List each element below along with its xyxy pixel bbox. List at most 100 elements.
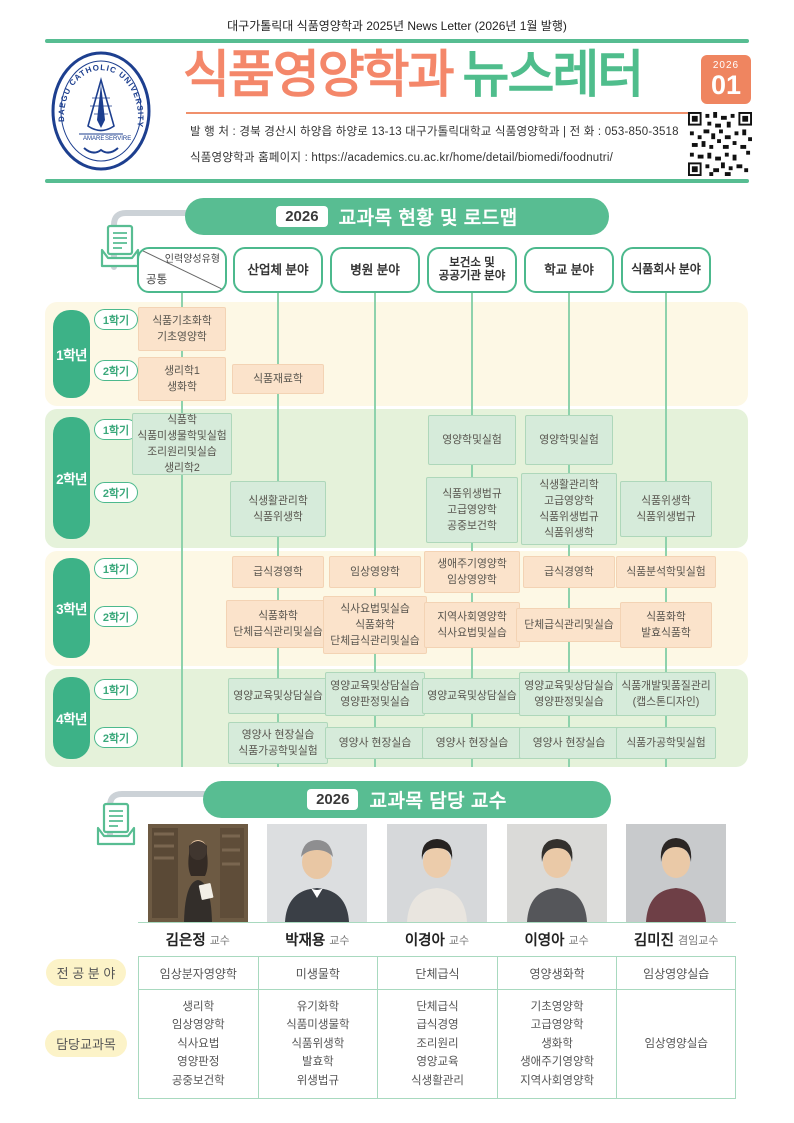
course-box: 식사요법및실습 식품화학 단체급식관리및실습 bbox=[323, 596, 427, 654]
roadmap-section-header: 2026 교과목 현황 및 로드맵 bbox=[185, 198, 609, 235]
course-box: 임상영양학 bbox=[329, 556, 421, 588]
column-header-publichealth: 보건소 및 공공기관 분야 bbox=[427, 247, 517, 293]
professor-photo bbox=[258, 822, 378, 922]
course-box: 식생활관리학 식품위생학 bbox=[230, 481, 326, 537]
semester-pill: 2학기 bbox=[94, 727, 138, 748]
issue-badge-year: 2026 bbox=[712, 59, 740, 71]
semester-pill: 1학기 bbox=[94, 419, 138, 440]
semester-pill: 1학기 bbox=[94, 558, 138, 579]
semester-pill: 1학기 bbox=[94, 679, 138, 700]
semester-pill: 2학기 bbox=[94, 482, 138, 503]
professor-photo bbox=[497, 822, 617, 922]
course-box: 영양학및실험 bbox=[525, 415, 613, 465]
professor-courses: 임상영양실습 bbox=[616, 989, 736, 1099]
professor-major: 미생물학 bbox=[257, 956, 378, 989]
year4-pill: 4학년 bbox=[53, 677, 90, 759]
professor-major: 임상분자영양학 bbox=[138, 956, 258, 989]
professor-photo bbox=[616, 822, 736, 922]
top-caption: 대구가톨릭대 식품영양학과 2025년 News Letter (2026년 1… bbox=[227, 19, 567, 33]
course-box: 생애주기영양학 임상영양학 bbox=[424, 551, 520, 593]
course-box: 지역사회영양학 식사요법및실습 bbox=[424, 602, 520, 648]
university-seal: DAEGU CATHOLIC UNIVERSITY AMARE SERVIRE bbox=[51, 51, 151, 171]
professor-major: 영양생화학 bbox=[496, 956, 617, 989]
course-box: 식생활관리학 고급영양학 식품위생법규 식품위생학 bbox=[521, 473, 617, 545]
homepage-line: 식품영양학과 홈페이지 : https://academics.cu.ac.kr… bbox=[190, 152, 613, 164]
major-row-label-cell: 전 공 분 야 bbox=[34, 956, 138, 989]
course-box: 식품개발및품질관리 (캡스톤디자인) bbox=[616, 672, 716, 716]
roadmap-section-title: 교과목 현황 및 로드맵 bbox=[338, 208, 518, 229]
course-box: 식품재료학 bbox=[232, 364, 324, 394]
year1-pill: 1학년 bbox=[53, 310, 90, 398]
issue-badge: 2026 01 bbox=[701, 55, 751, 104]
professor-courses: 생리학 임상영양학 식사요법 영양판정 공중보건학 bbox=[138, 989, 258, 1099]
course-box: 영양사 현장실습 bbox=[325, 727, 425, 759]
column-line bbox=[181, 293, 183, 767]
semester-pill: 1학기 bbox=[94, 309, 138, 330]
course-box: 생리학1 생화학 bbox=[138, 357, 226, 401]
courses-row-label-cell: 담당교과목 bbox=[34, 989, 138, 1099]
seal-motto-left: AMARE bbox=[83, 136, 104, 142]
title-underline bbox=[186, 112, 748, 114]
column-header-industry: 산업체 분야 bbox=[233, 247, 323, 293]
corner-label-bottom: 공통 bbox=[146, 273, 168, 286]
course-box: 영양교육및상담실습 영양판정및실습 bbox=[325, 672, 425, 716]
professor-photo bbox=[377, 822, 497, 922]
course-box: 영양교육및상담실습 영양판정및실습 bbox=[519, 672, 619, 716]
course-box: 영양교육및상담실습 bbox=[422, 678, 522, 714]
column-header-hospital: 병원 분야 bbox=[330, 247, 420, 293]
divider-top bbox=[45, 39, 749, 43]
course-box: 영양교육및상담실습 bbox=[228, 678, 328, 714]
professor-courses: 단체급식 급식경영 조리원리 영양교육 식생활관리 bbox=[377, 989, 497, 1099]
course-box: 급식경영학 bbox=[523, 556, 615, 588]
divider-header-bottom bbox=[45, 179, 749, 183]
professor-photo bbox=[138, 822, 258, 922]
course-box: 영양사 현장실습 bbox=[422, 727, 522, 759]
course-box: 영양사 현장실습 식품가공학및실험 bbox=[228, 722, 328, 764]
course-box: 식품위생법규 고급영양학 공중보건학 bbox=[426, 477, 518, 543]
masthead-title: 식품영양학과 뉴스레터 bbox=[183, 46, 645, 103]
professors-year-chip: 2026 bbox=[307, 789, 359, 810]
year3-pill: 3학년 bbox=[53, 558, 90, 658]
course-box: 식품화학 발효식품학 bbox=[620, 602, 712, 648]
semester-pill: 2학기 bbox=[94, 606, 138, 627]
table-spacer bbox=[34, 922, 138, 956]
issue-badge-number: 01 bbox=[710, 69, 742, 100]
seal-motto-right: SERVIRE bbox=[105, 136, 131, 142]
professor-major: 임상영양실습 bbox=[616, 956, 736, 989]
column-header-common: 인력양성유형 공통 bbox=[137, 247, 227, 293]
column-header-foodcompany: 식품회사 분야 bbox=[621, 247, 711, 293]
course-box: 급식경영학 bbox=[232, 556, 324, 588]
newsletter-icon bbox=[96, 802, 136, 846]
professor-courses: 유기화학 식품미생물학 식품위생학 발효학 위생법규 bbox=[257, 989, 378, 1099]
professors-section-header: 2026 교과목 담당 교수 bbox=[203, 781, 611, 818]
course-box: 식품위생학 식품위생법규 bbox=[620, 481, 712, 537]
professor-major: 단체급식 bbox=[377, 956, 497, 989]
course-box: 식품분석학및실험 bbox=[616, 556, 716, 588]
course-box: 영양학및실험 bbox=[428, 415, 516, 465]
publisher-line: 발 행 처 : 경북 경산시 하양읍 하양로 13-13 대구가톨릭대학교 식품… bbox=[190, 126, 679, 138]
corner-label-top: 인력양성유형 bbox=[164, 254, 220, 265]
major-row-label: 전 공 분 야 bbox=[45, 959, 127, 986]
professors-section-title: 교과목 담당 교수 bbox=[369, 791, 507, 812]
column-line bbox=[374, 293, 376, 767]
qr-code bbox=[688, 112, 752, 176]
table-corner-spacer bbox=[34, 822, 138, 922]
course-box: 식품기초화학 기초영양학 bbox=[138, 307, 226, 351]
course-box: 식품학 식품미생물학및실험 조리원리및실습 생리학2 bbox=[132, 413, 232, 475]
professor-courses: 기초영양학 고급영양학 생화학 생애주기영양학 지역사회영양학 bbox=[496, 989, 617, 1099]
course-box: 영양사 현장실습 bbox=[519, 727, 619, 759]
masthead-title-sub: 뉴스레터 bbox=[462, 46, 645, 103]
courses-row-label: 담당교과목 bbox=[45, 1030, 127, 1058]
year2-pill: 2학년 bbox=[53, 417, 90, 539]
course-box: 단체급식관리및실습 bbox=[516, 608, 622, 642]
masthead-title-main: 식품영양학과 bbox=[183, 46, 455, 103]
course-box: 식품가공학및실험 bbox=[616, 727, 716, 759]
roadmap-year-chip: 2026 bbox=[276, 206, 328, 227]
